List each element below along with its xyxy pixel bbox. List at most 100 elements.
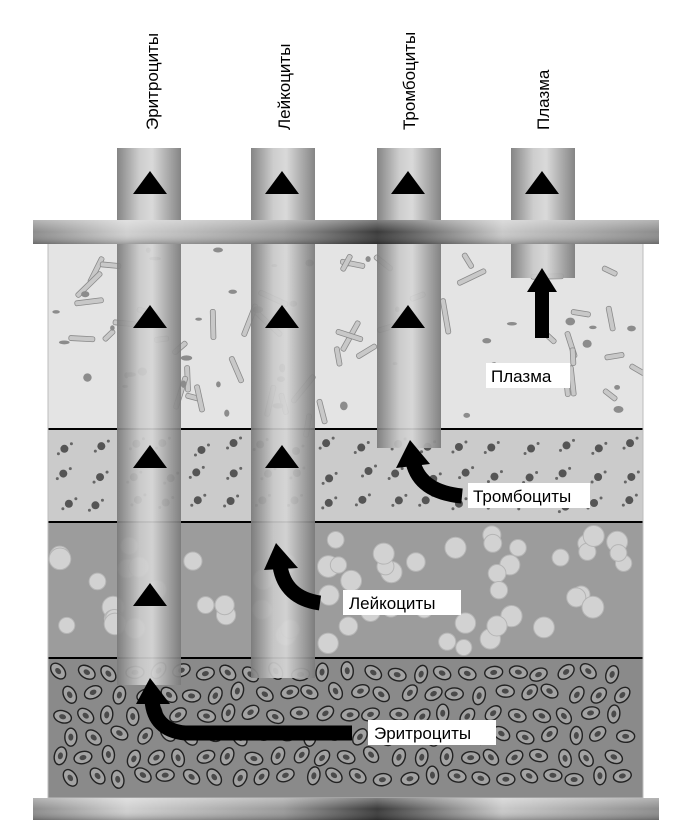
- particle: [197, 445, 206, 454]
- column-labels: Эритроциты Лейкоциты Тромбоциты Плазма: [143, 32, 553, 130]
- triangle-icon: [265, 171, 299, 194]
- particle: [634, 493, 638, 497]
- particle: [581, 595, 605, 619]
- particle: [175, 754, 181, 762]
- particle: [236, 494, 240, 498]
- particle: [338, 616, 359, 636]
- particle: [451, 450, 455, 454]
- particle: [224, 409, 230, 417]
- particle: [560, 712, 567, 720]
- particle: [463, 670, 471, 677]
- particle: [583, 754, 589, 762]
- particle: [444, 536, 467, 559]
- particle: [358, 495, 367, 504]
- particle: [83, 373, 92, 382]
- particle: [438, 472, 442, 476]
- particle: [55, 477, 59, 481]
- particle: [319, 668, 325, 676]
- particle: [419, 713, 426, 720]
- triangle-icon: [265, 445, 299, 468]
- particle: [604, 352, 625, 361]
- particle: [396, 753, 402, 761]
- particle: [56, 452, 60, 456]
- svg-text:Эритроциты: Эритроциты: [374, 724, 471, 743]
- particle: [321, 481, 325, 485]
- particle: [440, 298, 452, 335]
- particle: [318, 584, 340, 606]
- particle: [226, 497, 235, 506]
- particle: [546, 688, 553, 694]
- svg-text:Лейкоциты: Лейкоциты: [349, 594, 435, 613]
- particle: [455, 639, 473, 657]
- particle: [360, 474, 364, 478]
- particle: [464, 713, 471, 720]
- particle: [535, 471, 539, 475]
- particle: [502, 776, 510, 782]
- particle: [589, 325, 597, 330]
- particle: [202, 754, 210, 760]
- particle: [440, 709, 446, 717]
- particle: [486, 480, 490, 484]
- particle: [604, 441, 608, 445]
- particle: [75, 271, 103, 298]
- particle: [116, 730, 123, 736]
- particle: [394, 496, 403, 505]
- particle: [614, 384, 621, 390]
- particle: [557, 510, 561, 514]
- particle: [60, 444, 69, 453]
- particle: [562, 668, 570, 675]
- particle: [367, 711, 374, 718]
- particle: [329, 556, 348, 574]
- particle: [487, 564, 507, 583]
- particle: [619, 691, 626, 699]
- particle: [354, 773, 361, 779]
- particle: [400, 467, 404, 471]
- particle: [58, 340, 70, 345]
- particle: [317, 632, 339, 654]
- particle: [258, 773, 265, 780]
- particle: [555, 476, 559, 480]
- particle: [130, 712, 136, 720]
- particle: [183, 551, 203, 571]
- particle: [196, 596, 215, 615]
- particle: [48, 547, 72, 571]
- particle: [298, 751, 305, 759]
- particle: [599, 496, 603, 500]
- particle: [342, 754, 350, 760]
- column-label-platelets: Тромбоциты: [400, 32, 419, 130]
- particle: [201, 465, 205, 469]
- particle: [354, 503, 358, 507]
- particle: [59, 714, 67, 720]
- particle: [570, 309, 591, 318]
- particle: [223, 504, 227, 508]
- particle: [406, 776, 414, 782]
- layer-label-platelets: Тромбоциты: [468, 483, 590, 508]
- particle: [89, 689, 97, 695]
- particle: [357, 688, 364, 694]
- particle: [321, 506, 325, 510]
- particle: [88, 572, 107, 591]
- particle: [467, 755, 475, 761]
- particle: [487, 443, 496, 452]
- particle: [513, 713, 521, 719]
- particle: [523, 452, 527, 456]
- particle: [161, 772, 169, 778]
- particle: [568, 466, 572, 470]
- particle: [55, 667, 62, 675]
- particle: [61, 507, 65, 511]
- particle: [68, 733, 74, 741]
- particle: [582, 524, 605, 547]
- particle: [203, 713, 210, 719]
- particle: [74, 297, 104, 307]
- particle: [627, 472, 636, 481]
- particle: [594, 730, 601, 737]
- particle: [105, 470, 109, 474]
- particle: [506, 322, 517, 326]
- particle: [106, 439, 110, 443]
- particle: [306, 689, 313, 695]
- particle: [206, 443, 210, 447]
- particle: [378, 691, 385, 698]
- particle: [83, 669, 91, 676]
- particle: [605, 305, 616, 332]
- particle: [570, 777, 578, 783]
